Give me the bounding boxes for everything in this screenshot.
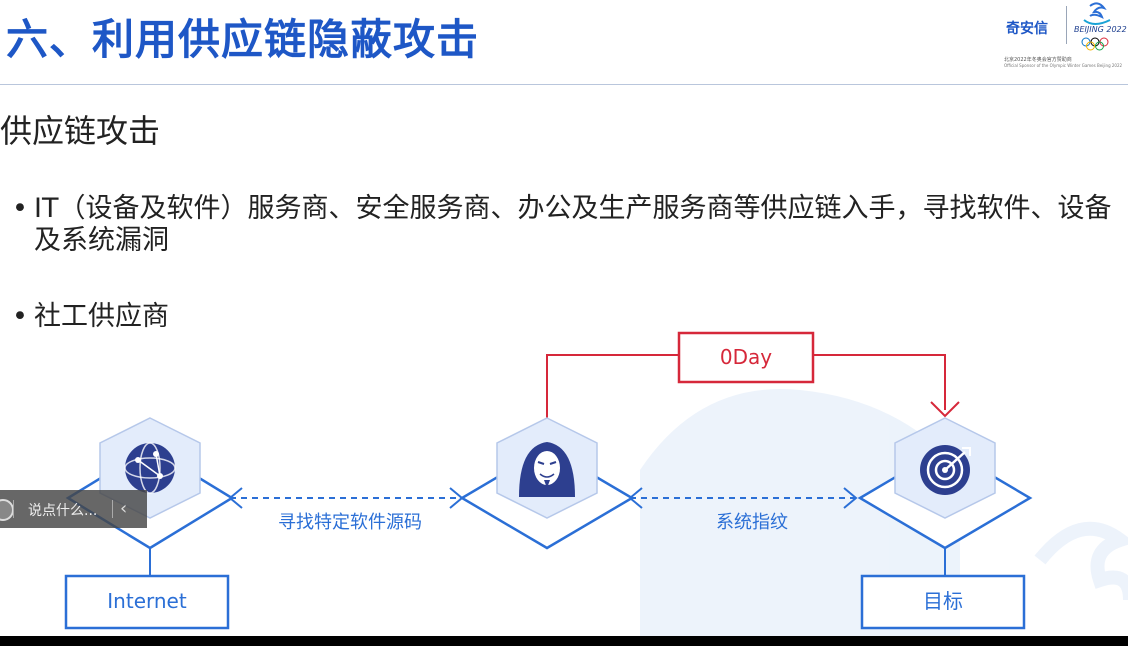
sponsor-logo: 奇安信 BEIJING 2022 北京2022年冬奥会官方赞助商 Officia… (1000, 0, 1128, 80)
bullet-text: IT（设备及软件）服务商、安全服务商、办公及生产服务商等供应链入手，寻找软件、设… (34, 193, 1112, 256)
zero-day-label: 0Day (720, 345, 772, 369)
logo-divider (1066, 6, 1067, 44)
section-heading: 供应链攻击 (0, 112, 161, 150)
edge-label: 系统指纹 (716, 512, 788, 533)
node-label: 目标 (923, 589, 963, 613)
node-internet: Internet (64, 417, 235, 630)
zero-day-arrowhead (930, 401, 960, 418)
beijing-2022-text: BEIJING 2022 (1074, 25, 1127, 34)
zero-day-box (677, 331, 815, 384)
bullet-dot: • (12, 301, 28, 332)
comment-input[interactable]: 说点什么... (28, 503, 98, 519)
collapse-chevron-icon[interactable]: ‹ (120, 498, 128, 519)
header-divider (0, 84, 1128, 85)
brand-logo-text: 奇安信 (1006, 21, 1048, 37)
target-icon (920, 445, 971, 495)
comment-bar[interactable]: 说点什么... ‹ (0, 490, 147, 528)
slide-title: 六、利用供应链隐蔽攻击 (6, 15, 480, 64)
node-attacker (459, 417, 635, 550)
edge-label: 寻找特定软件源码 (278, 512, 422, 533)
bottom-bar (0, 636, 1128, 646)
avatar[interactable] (0, 499, 14, 521)
bullet-item: • IT（设备及软件）服务商、安全服务商、办公及生产服务商等供应链入手，寻找软件… (12, 193, 1112, 263)
bullet-dot: • (12, 193, 28, 224)
divider (13, 500, 14, 518)
connector-arrow-right (843, 487, 858, 509)
beijing-2022-emblem-icon: BEIJING 2022 (1074, 2, 1127, 51)
globe-network-icon (124, 442, 176, 494)
bullet-text: 社工供应商 (34, 301, 169, 332)
divider (112, 500, 113, 518)
sponsor-text-en: Official Sponsor of the Olympic Winter G… (1004, 63, 1123, 68)
bullet-item: • 社工供应商 (12, 301, 412, 337)
node-label: Internet (107, 589, 187, 613)
hacker-mask-icon (519, 442, 575, 497)
sponsor-text-cn: 北京2022年冬奥会官方赞助商 (1004, 57, 1072, 63)
node-target: 目标 (857, 417, 1033, 630)
